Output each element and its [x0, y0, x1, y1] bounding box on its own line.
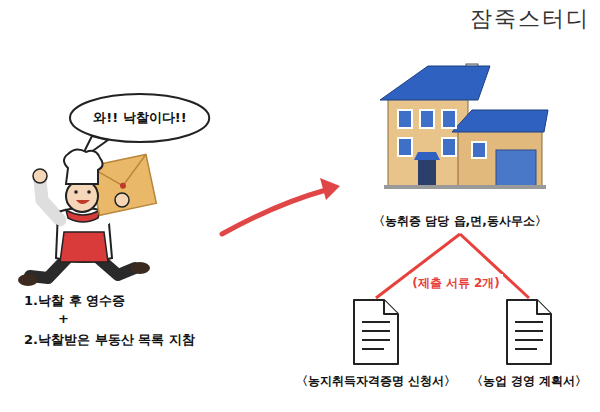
note-text: 1.낙찰 후 영수증 [24, 292, 125, 310]
icon-caption: 〈농취증 담당 읍,면,동사무소〉 [373, 214, 546, 230]
icon-caption: 〈농지취득자격증명 신청서〉 [296, 374, 456, 390]
icon-caption: 〈농업 경영 계획서〉 [471, 374, 587, 390]
speech-bubble: 와!! 낙찰이다!! [69, 93, 210, 143]
bubble-text: 와!! 낙찰이다!! [93, 110, 186, 127]
plus-sign: + [58, 311, 69, 326]
captioned-icon: 〈농취증 담당 읍,면,동사무소〉 [369, 58, 550, 232]
note-text: 2.낙찰받은 부동산 목록 지참 [24, 331, 195, 349]
captioned-icon: 〈농업 경영 계획서〉 [467, 296, 591, 392]
watermark: 잠죽스터디 [470, 4, 590, 34]
captioned-icon: 〈농지취득자격증명 신청서〉 [292, 296, 460, 392]
submission-label: (제출 서류 2개) [409, 274, 503, 293]
bubble-ellipse [70, 94, 209, 142]
